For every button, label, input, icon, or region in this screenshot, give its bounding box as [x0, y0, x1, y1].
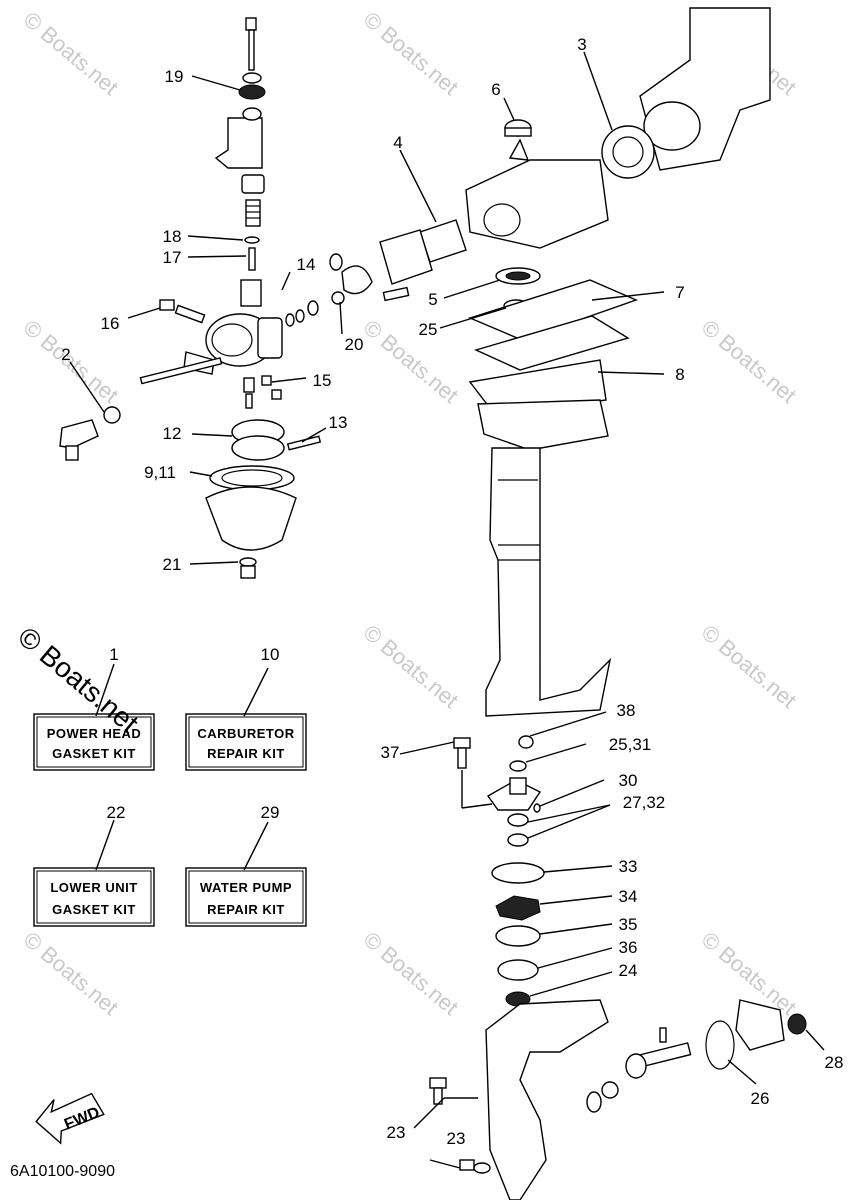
callout-17: 17 [163, 248, 182, 267]
callout-30: 30 [619, 771, 638, 790]
callout-36: 36 [619, 938, 638, 957]
kit-line-2: GASKET KIT [52, 902, 136, 917]
callout-9-11: 9,11 [144, 463, 176, 482]
watermark: © Boats.net [359, 927, 463, 1020]
kit-line-1: POWER HEAD [47, 726, 142, 741]
callout-34: 34 [619, 887, 638, 906]
watermark: © Boats.net [359, 315, 463, 408]
watermark: © Boats.net [359, 7, 463, 100]
callout-22: 22 [107, 803, 126, 822]
callout-16: 16 [101, 314, 120, 333]
callout-2: 2 [61, 345, 70, 364]
callout-24: 24 [619, 961, 638, 980]
callout-38: 38 [617, 701, 636, 720]
kit-line-2: GASKET KIT [52, 746, 136, 761]
callout-1: 1 [109, 645, 118, 664]
driveshaft-housing [477, 399, 612, 717]
watermark: © Boats.net [359, 620, 463, 713]
callout-23: 23 [447, 1129, 466, 1148]
kit-line-1: CARBURETOR [197, 726, 294, 741]
callout-26: 26 [751, 1089, 770, 1108]
kit-line-2: REPAIR KIT [207, 902, 285, 917]
callout-labels: 1 2 3 4 5 6 7 8 9,11 10 12 13 14 15 16 1… [61, 35, 843, 1148]
callout-33: 33 [619, 857, 638, 876]
watermark: © Boats.net [12, 621, 144, 739]
callout-12: 12 [163, 424, 182, 443]
callout-25-31: 25,31 [609, 735, 652, 754]
watermark: © Boats.net [19, 927, 123, 1020]
callout-8: 8 [675, 365, 684, 384]
callout-20: 20 [345, 335, 364, 354]
kit-line-2: REPAIR KIT [207, 746, 285, 761]
callout-28: 28 [825, 1053, 844, 1072]
kit-line-1: LOWER UNIT [50, 880, 137, 895]
watermark: © Boats.net [19, 7, 123, 100]
callout-4: 4 [393, 133, 402, 152]
diagram-code: 6A10100-9090 [10, 1163, 115, 1180]
kit-lower-unit-gasket: LOWER UNIT GASKET KIT [33, 867, 155, 927]
callout-13: 13 [329, 413, 348, 432]
callout-18: 18 [163, 227, 182, 246]
callout-3: 3 [577, 35, 586, 54]
callout-23: 23 [387, 1123, 406, 1142]
kit-water-pump-repair: WATER PUMP REPAIR KIT [185, 867, 307, 927]
callout-5: 5 [428, 290, 437, 309]
kit-power-head-gasket: POWER HEAD GASKET KIT [33, 713, 155, 771]
callout-19: 19 [165, 67, 184, 86]
callout-35: 35 [619, 915, 638, 934]
carburetor-assembly [59, 17, 322, 579]
callout-15: 15 [313, 371, 332, 390]
watermark: © Boats.net [697, 620, 801, 713]
lower-unit-parts [429, 735, 807, 1200]
callout-27-32: 27,32 [623, 793, 666, 812]
kit-line-1: WATER PUMP [200, 880, 292, 895]
callout-14: 14 [297, 255, 316, 274]
callout-6: 6 [491, 80, 500, 99]
callout-7: 7 [675, 283, 684, 302]
leader-lines [69, 51, 825, 1169]
forward-arrow: FWD [35, 1092, 105, 1145]
callout-25: 25 [419, 320, 438, 339]
watermark: © Boats.net [697, 315, 801, 408]
callout-21: 21 [163, 555, 182, 574]
callout-37: 37 [381, 743, 400, 762]
callout-29: 29 [261, 803, 280, 822]
kit-carburetor-repair: CARBURETOR REPAIR KIT [185, 713, 307, 771]
callout-10: 10 [261, 645, 280, 664]
